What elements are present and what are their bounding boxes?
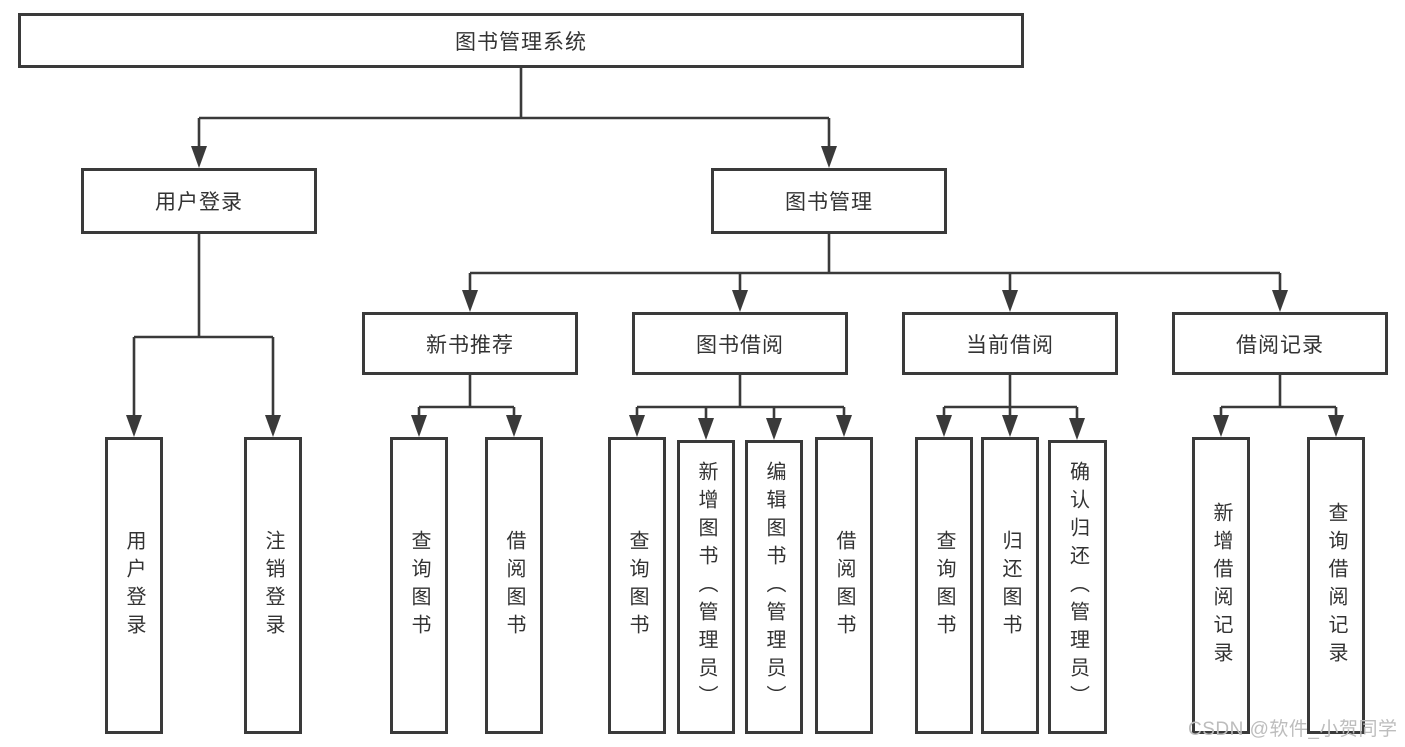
leaf-user-login: 用户登录 <box>105 437 163 734</box>
node-root-system: 图书管理系统 <box>18 13 1024 68</box>
leaf-add-borrow-record: 新增借阅记录 <box>1192 437 1250 734</box>
leaf-borrow-books: 借阅图书 <box>815 437 873 734</box>
leaf-return-book: 归还图书 <box>981 437 1039 734</box>
leaf-add-book-admin: 新增图书（管理员） <box>677 440 735 734</box>
node-book-management-module: 图书管理 <box>711 168 947 234</box>
node-new-book-recommend: 新书推荐 <box>362 312 578 375</box>
arrowheads <box>126 146 1344 440</box>
leaf-query-books-borrow: 查询图书 <box>608 437 666 734</box>
node-book-borrow: 图书借阅 <box>632 312 848 375</box>
node-current-borrow: 当前借阅 <box>902 312 1118 375</box>
leaf-borrow-books-recommend: 借阅图书 <box>485 437 543 734</box>
leaf-confirm-return-admin: 确认归还（管理员） <box>1048 440 1107 734</box>
watermark: CSDN @软件_小贺同学 <box>1188 719 1398 740</box>
leaf-query-books-current: 查询图书 <box>915 437 973 734</box>
leaf-query-borrow-record: 查询借阅记录 <box>1307 437 1365 734</box>
node-borrow-records: 借阅记录 <box>1172 312 1388 375</box>
leaf-logout: 注销登录 <box>244 437 302 734</box>
leaf-edit-book-admin: 编辑图书（管理员） <box>745 440 803 734</box>
node-user-login-module: 用户登录 <box>81 168 317 234</box>
leaf-query-books-recommend: 查询图书 <box>390 437 448 734</box>
